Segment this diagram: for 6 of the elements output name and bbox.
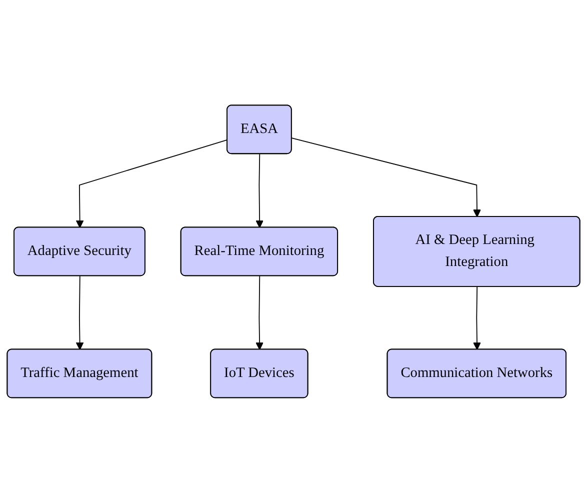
arrow [256,275,264,350]
arrow [473,286,481,350]
arrow [76,275,84,350]
arrow [256,153,264,228]
arrow [291,137,481,217]
arrow [76,138,228,228]
